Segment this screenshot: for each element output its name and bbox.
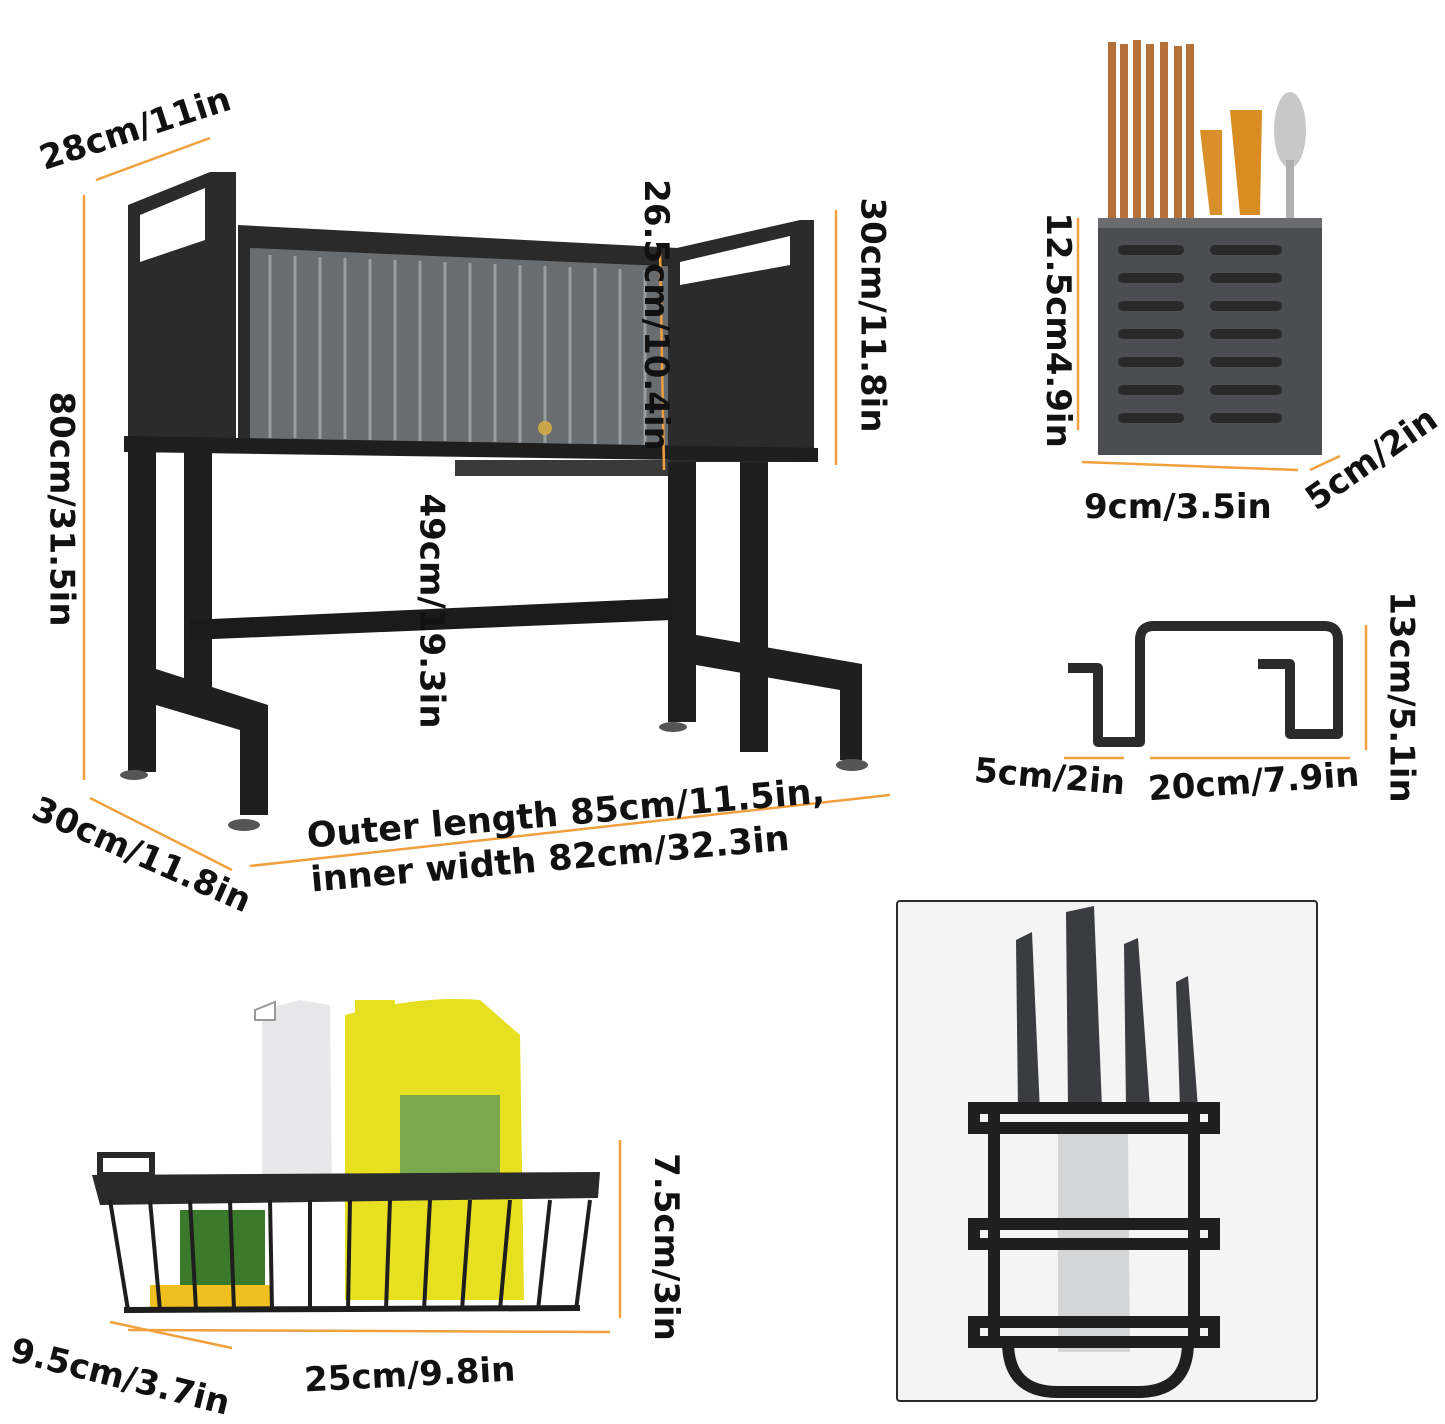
- utensil-holder-illustration: [1098, 40, 1322, 455]
- basket-height-label: 7.5cm/3in: [645, 1153, 686, 1341]
- hook-height-label: 13cm/5.1in: [1381, 591, 1422, 803]
- basket-width-label: 25cm/9.8in: [303, 1349, 517, 1401]
- shelf-side-height-label: 30cm/11.8in: [852, 197, 893, 433]
- utensil-holder-width-label: 9cm/3.5in: [1084, 487, 1272, 527]
- shelf-total-height-label: 80cm/31.5in: [41, 391, 82, 627]
- utensil-holder-height-label: 12.5cm4.9in: [1037, 212, 1078, 448]
- dimension-lines: [82, 136, 1368, 1350]
- dish-rack-illustration: [120, 172, 868, 831]
- shelf-clearance-label: 49cm/19.3in: [411, 493, 452, 729]
- basket-illustration: [92, 999, 600, 1313]
- hook-illustration: [1068, 621, 1343, 747]
- shelf-cabinet-height-label: 26.5cm/10.4in: [635, 179, 676, 451]
- knife-holder-panel: [896, 900, 1318, 1402]
- knife-holder-illustration: [968, 906, 1220, 1398]
